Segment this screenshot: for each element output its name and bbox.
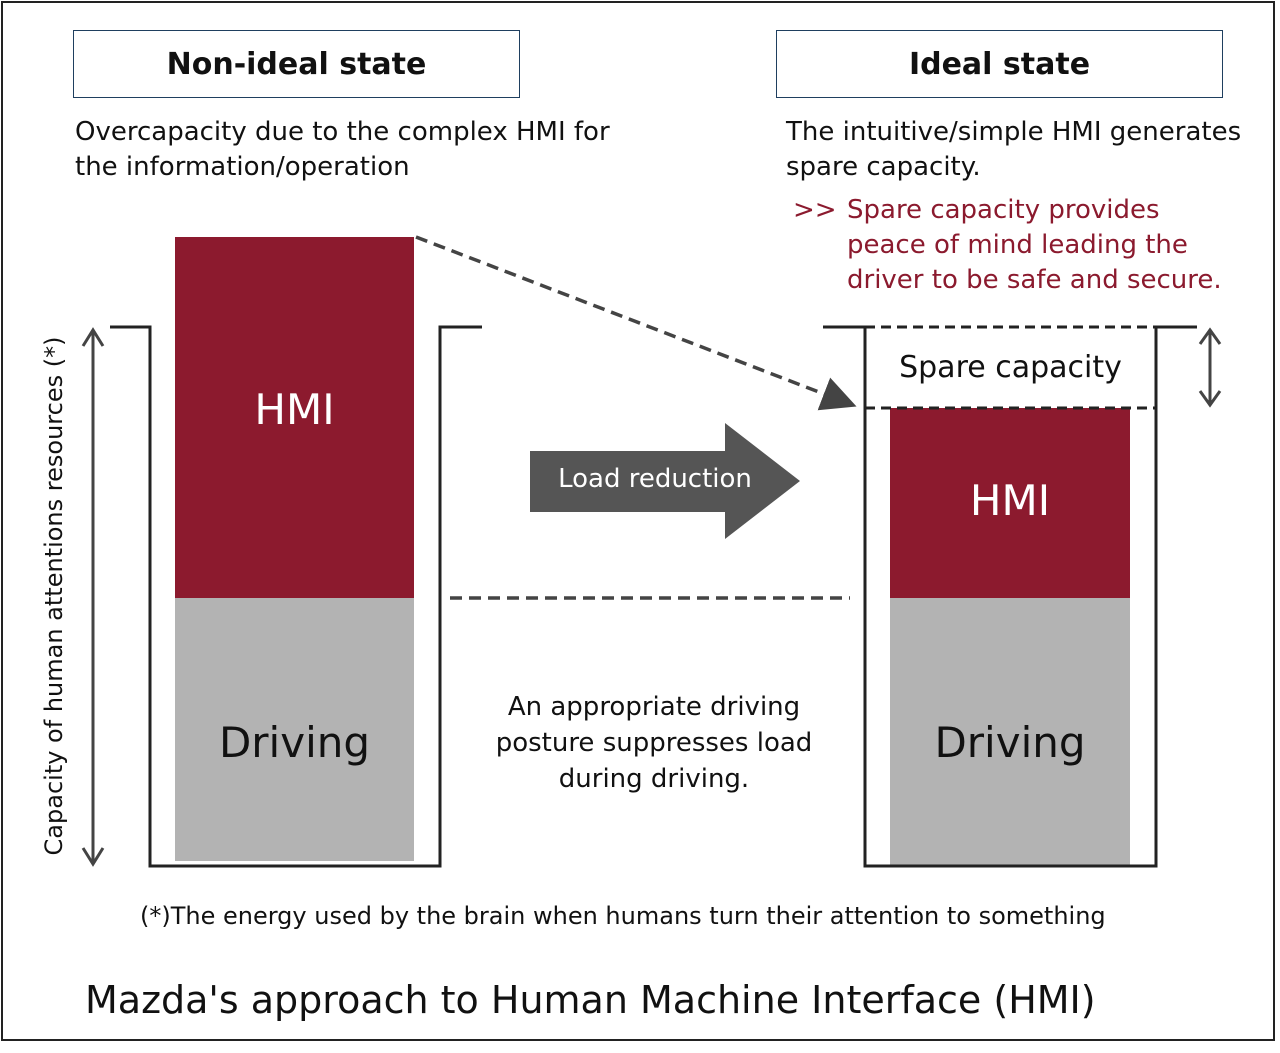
- ideal-description: The intuitive/simple HMI generates spare…: [786, 117, 1242, 182]
- left-driving-block: [175, 598, 414, 866]
- left-driving-label: Driving: [218, 718, 371, 767]
- reduction-dashed-arrow: [415, 235, 857, 411]
- footnote: (*)The energy used by the brain when hum…: [140, 902, 1106, 930]
- capacity-axis-label: Capacity of human attentions resources (…: [40, 336, 68, 856]
- main-title: Mazda's approach to Human Machine Interf…: [85, 978, 1096, 1022]
- non-ideal-description: Overcapacity due to the complex HMI for …: [75, 117, 610, 182]
- left-hmi-label: HMI: [254, 385, 335, 434]
- right-hmi-block: [890, 408, 1130, 598]
- right-hmi-label: HMI: [969, 476, 1051, 525]
- right-driving-label: Driving: [934, 718, 1086, 767]
- note-marker: >>: [793, 195, 837, 225]
- note-text: Spare capacity provides peace of mind le…: [847, 195, 1222, 295]
- right-container: [823, 325, 1197, 868]
- load-reduction-arrow: [530, 423, 800, 539]
- ideal-state-header: Ideal state: [776, 30, 1223, 98]
- right-driving-block: [890, 598, 1130, 866]
- posture-text: An appropriate driving posture suppresse…: [495, 692, 813, 794]
- non-ideal-state-header: Non-ideal state: [73, 30, 520, 98]
- load-reduction-label: Load reduction: [558, 464, 752, 494]
- spare-capacity-arrow: [1198, 327, 1222, 408]
- left-hmi-block: [175, 237, 414, 598]
- spare-capacity-label: Spare capacity: [899, 350, 1122, 385]
- capacity-axis-arrow: [81, 327, 105, 867]
- spare-capacity-note: >> Spare capacity provides peace of mind…: [793, 193, 1243, 303]
